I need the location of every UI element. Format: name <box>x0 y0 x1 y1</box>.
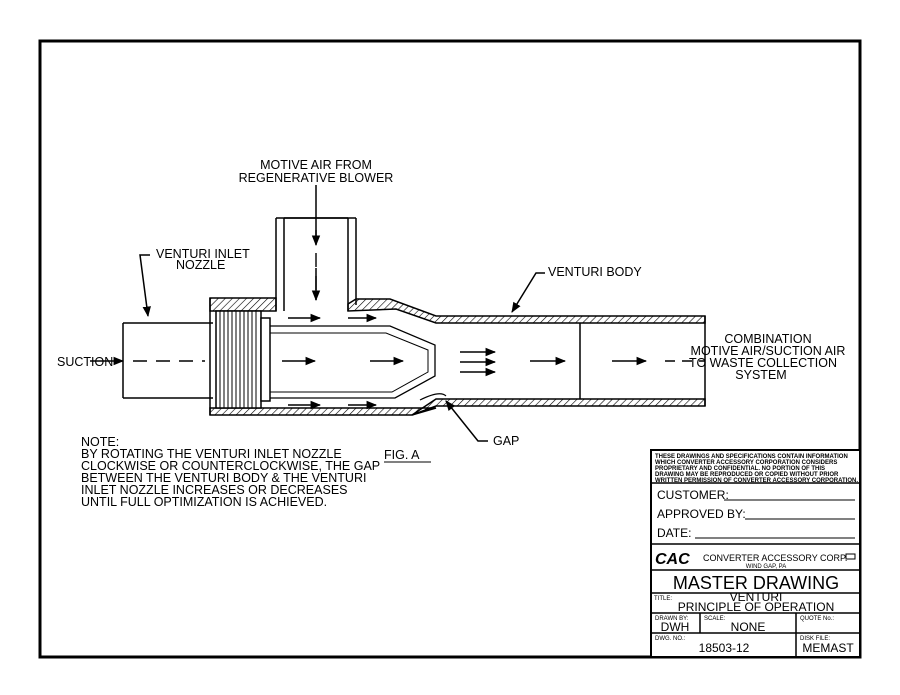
scale-label: SCALE: <box>704 616 726 622</box>
threaded-nozzle <box>215 310 262 409</box>
drawn-by-value: DWH <box>661 620 690 634</box>
label-venturi-body: VENTURI BODY <box>548 265 642 279</box>
label-combination-1: COMBINATION <box>724 332 811 346</box>
label-gap: GAP <box>493 434 519 448</box>
flow-arrows <box>90 185 705 442</box>
label-motive-air-2: REGENERATIVE BLOWER <box>239 171 394 185</box>
disclaimer-line: DRAWING MAY BE REPRODUCED OR COPIED WITH… <box>655 472 839 478</box>
title-block: THESE DRAWINGS AND SPECIFICATIONS CONTAI… <box>650 449 861 658</box>
collar-top <box>209 297 277 312</box>
date-label: DATE: <box>657 526 691 540</box>
label-combination-4: SYSTEM <box>735 368 786 382</box>
label-combination-2: MOTIVE AIR/SUCTION AIR <box>691 344 846 358</box>
note-line: BY ROTATING THE VENTURI INLET NOZZLE <box>81 447 342 461</box>
label-fig: FIG. A <box>384 448 420 462</box>
drawing-type: MASTER DRAWING <box>673 573 839 593</box>
company-logo: CAC <box>655 551 690 568</box>
note-line: BETWEEN THE VENTURI BODY & THE VENTURI <box>81 471 366 485</box>
collar-bottom <box>209 407 437 416</box>
dwg-label: DWG. NO.: <box>655 636 686 642</box>
drawing-border <box>38 39 862 659</box>
label-inlet-nozzle-1: VENTURI INLET <box>156 247 250 261</box>
approved-label: APPROVED BY: <box>657 507 746 521</box>
company-name: CONVERTER ACCESSORY CORP. <box>703 553 847 563</box>
drawn-by-label: DRAWN BY: <box>655 616 689 622</box>
disk-label: DISK FILE: <box>800 636 830 642</box>
dwg-number: 18503-12 <box>699 641 750 655</box>
disclaimer-line: WHICH CONVERTER ACCESSORY CORPORATION CO… <box>655 460 837 466</box>
note-block: NOTE: BY ROTATING THE VENTURI INLET NOZZ… <box>81 435 380 509</box>
title-line-1: VENTURI <box>730 590 783 604</box>
disclaimer-line: THESE DRAWINGS AND SPECIFICATIONS CONTAI… <box>655 454 848 460</box>
note-line: INLET NOZZLE INCREASES OR DECREASES <box>81 483 348 497</box>
disclaimer-line: WRITTEN PERMISSION OF CONVERTER ACCESSOR… <box>655 478 858 484</box>
body-wall-top <box>347 298 706 324</box>
title-line-2: PRINCIPLE OF OPERATION <box>678 600 834 614</box>
label-suction: SUCTION <box>57 355 113 369</box>
label-combination-3: TO WASTE COLLECTION <box>689 356 837 370</box>
scale-value: NONE <box>731 620 766 634</box>
disk-file: MEMAST <box>802 641 854 655</box>
label-motive-air-1: MOTIVE AIR FROM <box>260 158 372 172</box>
title-label: TITLE: <box>654 596 672 602</box>
quote-label: QUOTE No.: <box>800 616 834 622</box>
note-line: UNTIL FULL OPTIMIZATION IS ACHIEVED. <box>81 495 327 509</box>
disclaimer-line: PROPRIETARY AND CONFIDENTIAL. NO PORTION… <box>655 466 825 472</box>
note-line: CLOCKWISE OR COUNTERCLOCKWISE, THE GAP <box>81 459 380 473</box>
venturi-diagram <box>122 217 706 416</box>
company-location: WIND GAP, PA <box>746 564 786 570</box>
label-inlet-nozzle-2: NOZZLE <box>176 258 225 272</box>
note-title: NOTE: <box>81 435 119 449</box>
inner-nozzle <box>270 325 436 399</box>
company-mark <box>845 553 856 560</box>
customer-label: CUSTOMER: <box>657 488 729 502</box>
